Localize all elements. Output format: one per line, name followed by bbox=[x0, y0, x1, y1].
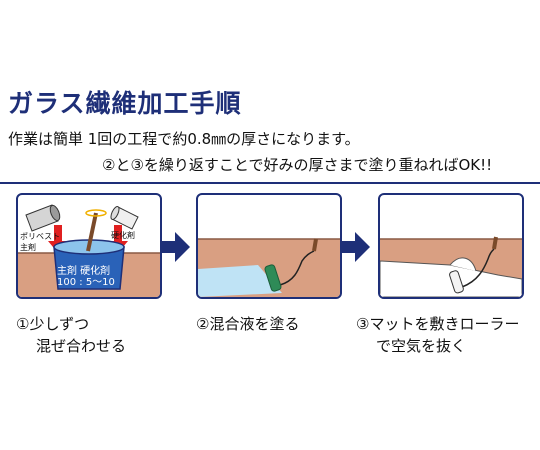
step-2-illustration bbox=[198, 238, 340, 297]
step-1-panel bbox=[16, 193, 162, 299]
right-arrow-icon bbox=[162, 232, 190, 262]
hardener-label: 硬化剤 bbox=[111, 231, 135, 240]
step-3-panel bbox=[378, 193, 524, 299]
polyester-label: ポリベスト bbox=[20, 232, 61, 241]
roller-icon bbox=[264, 238, 318, 292]
step-3-illustration bbox=[380, 236, 522, 297]
hardener-can-icon bbox=[110, 206, 139, 230]
resin-coated-area bbox=[198, 265, 282, 297]
ratio-header: 主剤 硬化剤 bbox=[57, 266, 111, 277]
subtitle-line-2: ②と③を繰り返すことで好みの厚さまで塗り重ねればOK!! bbox=[102, 156, 493, 174]
mixing-bucket-icon bbox=[53, 239, 125, 290]
step-1-illustration bbox=[18, 204, 160, 297]
page-title: ガラス繊維加工手順 bbox=[8, 89, 242, 118]
step-1-caption-line-1: ①少しずつ bbox=[16, 315, 90, 333]
mat-fold bbox=[449, 257, 477, 272]
step-2-caption: ②混合液を塗る bbox=[196, 315, 300, 333]
subtitle-line-1: 作業は簡単 1回の工程で約0.8㎜の厚さになります。 bbox=[8, 130, 360, 148]
step-3-caption-line-2: で空気を抜く bbox=[376, 337, 467, 355]
stir-stick-icon bbox=[85, 209, 107, 252]
divider-rule bbox=[0, 182, 540, 184]
right-arrow-icon bbox=[342, 232, 370, 262]
main-agent-label: 主剤 bbox=[20, 243, 36, 252]
roller-icon bbox=[449, 236, 498, 294]
step-3-caption-line-1: ③マットを敷きローラー bbox=[356, 315, 520, 333]
ratio-values: 100 : 5〜10 bbox=[57, 277, 115, 288]
step-1-caption-line-2: 混ぜ合わせる bbox=[36, 337, 127, 355]
pouring-can-icon bbox=[25, 204, 61, 232]
step-2-panel bbox=[196, 193, 342, 299]
